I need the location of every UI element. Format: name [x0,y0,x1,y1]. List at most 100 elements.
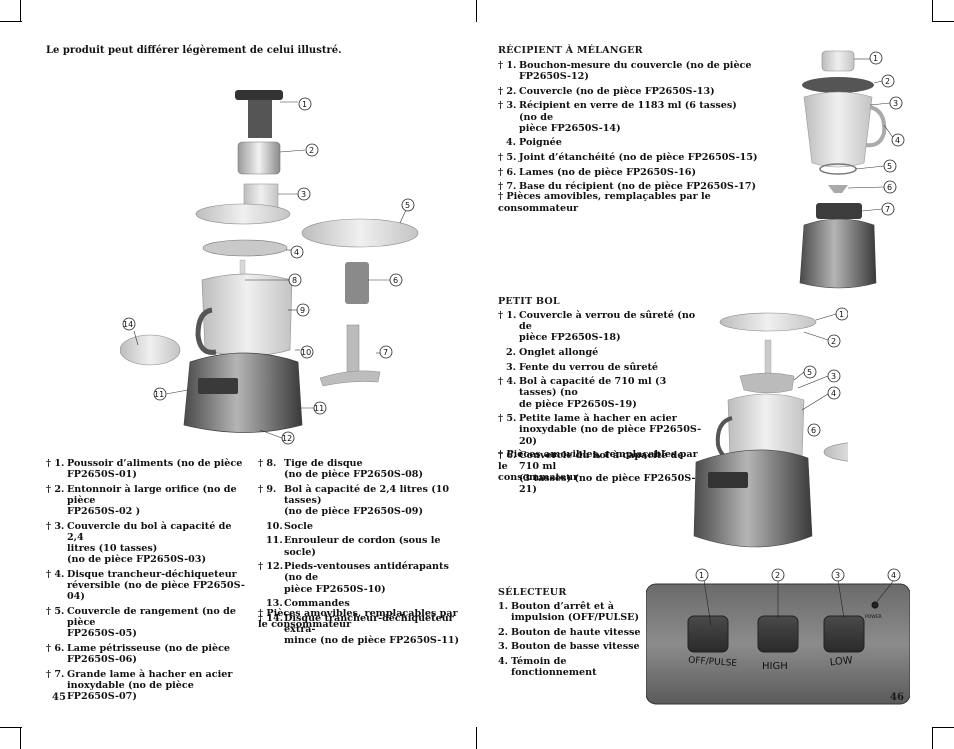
svg-text:3: 3 [301,190,306,199]
blender-callout-6: 6 [883,180,897,194]
selector-callout-1: 1 [695,568,709,582]
blender-callout-5: 5 [883,159,897,173]
crop-mark [932,21,954,22]
list-item: 13.Commandes [266,598,350,610]
crop-mark [932,0,933,22]
blender-footnote: † Pièces amovibles, remplaçables par le … [498,191,711,214]
svg-text:4: 4 [895,136,900,145]
blender-callout-4: 4 [891,133,905,147]
callout-2: 2 [305,143,319,157]
svg-text:3: 3 [831,372,836,381]
svg-text:10: 10 [301,348,311,357]
callout-5: 5 [401,198,415,212]
svg-text:1: 1 [302,100,307,109]
food-processor-illustration: 1 2 3 4 5 6 7 8 9 10 11 11 12 14 [120,90,419,445]
list-item: † 7.Base du récipient (no de pièce FP265… [498,181,757,193]
blender-parts-list: † 1.Bouchon-mesure du couvercle (no de p… [498,60,758,196]
page-number-right: 46 [890,692,904,703]
list-item: † 6.Lames (no de pièce FP2650S-16) [498,166,696,178]
callout-7: 7 [379,345,393,359]
svg-text:9: 9 [300,306,305,315]
svg-text:2: 2 [831,337,836,346]
callout-6: 6 [389,273,403,287]
list-item: † 9.Bol à capacité de 2,4 litres (10 tas… [258,483,450,518]
blender-illustration: 1 2 3 4 5 6 7 [799,50,905,289]
svg-text:5: 5 [807,368,812,377]
svg-text:2: 2 [309,146,314,155]
blender-heading: RÉCIPIENT À MÉLANGER [498,45,643,56]
blender-callout-2: 2 [881,74,895,88]
small-bowl-callout-1: 1 [835,307,848,321]
svg-text:1: 1 [873,54,878,63]
svg-text:12: 12 [282,434,292,443]
crop-mark [932,727,954,728]
callout-12: 12 [281,431,295,445]
small-bowl-heading: PETIT BOL [498,296,560,307]
svg-text:6: 6 [393,276,398,285]
list-item: 2.Onglet allongé [506,347,599,358]
list-item: 3.Bouton de basse vitesse [498,641,640,653]
svg-text:6: 6 [811,426,816,435]
blender-callout-1: 1 [869,51,883,65]
svg-text:4: 4 [891,571,896,580]
svg-text:1: 1 [839,310,844,319]
crop-mark [20,0,21,22]
list-item: † 2.Couvercle (no de pièce FP2650S-13) [498,85,715,97]
callout-11: 11 [153,387,167,401]
small-bowl-callout-2: 2 [827,334,841,348]
power-label: POWER [865,614,882,620]
page-number-left: 45 [52,692,66,703]
callout-3: 3 [297,187,311,201]
small-bowl-callout-3: 3 [827,369,841,383]
svg-text:3: 3 [893,99,898,108]
footnote-left: † Pièces amovibles, remplaçables par le … [258,608,458,631]
crop-mark [932,727,933,749]
selector-heading: SÉLECTEUR [498,587,567,598]
svg-text:5: 5 [887,162,892,171]
callout-9: 9 [296,303,310,317]
svg-text:4: 4 [294,248,299,257]
blender-callout-7: 7 [881,202,895,216]
svg-text:11: 11 [314,404,324,413]
control-panel-illustration: OFF/PULSE HIGH LOW POWER 1 2 3 4 [646,568,910,705]
small-bowl-callout-4: 4 [827,386,841,400]
small-bowl-callout-6: 6 [807,423,821,437]
svg-text:7: 7 [885,205,890,214]
list-item: † 8.Tige de disque(no de pièce FP2650S-0… [258,458,424,481]
footnote-line: † Pièces amovibles, remplaçables par le [498,449,698,472]
crop-mark [0,21,22,22]
svg-text:11: 11 [154,390,164,399]
list-item: † 5.Joint d’étanchéité (no de pièce FP26… [498,151,758,163]
list-item: † 2.Entonnoir à large orifice (no de piè… [46,483,237,518]
selector-callout-3: 3 [831,568,845,582]
callout-14: 14 [122,317,136,331]
list-item: 11.Enrouleur de cordon (sous le socle) [266,535,441,558]
off-pulse-label: OFF/PULSE [688,656,738,669]
list-item: 3.Fente du verrou de sûreté [506,361,658,373]
list-item: 10.Socle [266,520,313,532]
small-bowl-footnote: † Pièces amovibles, remplaçables par le … [498,449,703,484]
svg-text:5: 5 [405,201,410,210]
list-item: 4.Poignée [506,137,562,149]
selector-callout-2: 2 [771,568,785,582]
svg-text:6: 6 [887,183,892,192]
high-label: HIGH [762,661,788,672]
center-fold-mark [476,0,477,22]
svg-text:7: 7 [383,348,388,357]
footnote-line: consommateur [498,472,579,484]
list-item: † 12.Pieds-ventouses antidérapants (no d… [258,561,449,595]
svg-text:4: 4 [831,389,836,398]
parts-list-col2: † 8.Tige de disque(no de pièce FP2650S-0… [258,458,468,650]
callout-10: 10 [300,345,314,359]
callout-1: 1 [298,97,312,111]
crop-mark [0,727,22,728]
low-label: LOW [829,655,853,668]
svg-text:14: 14 [123,320,133,329]
